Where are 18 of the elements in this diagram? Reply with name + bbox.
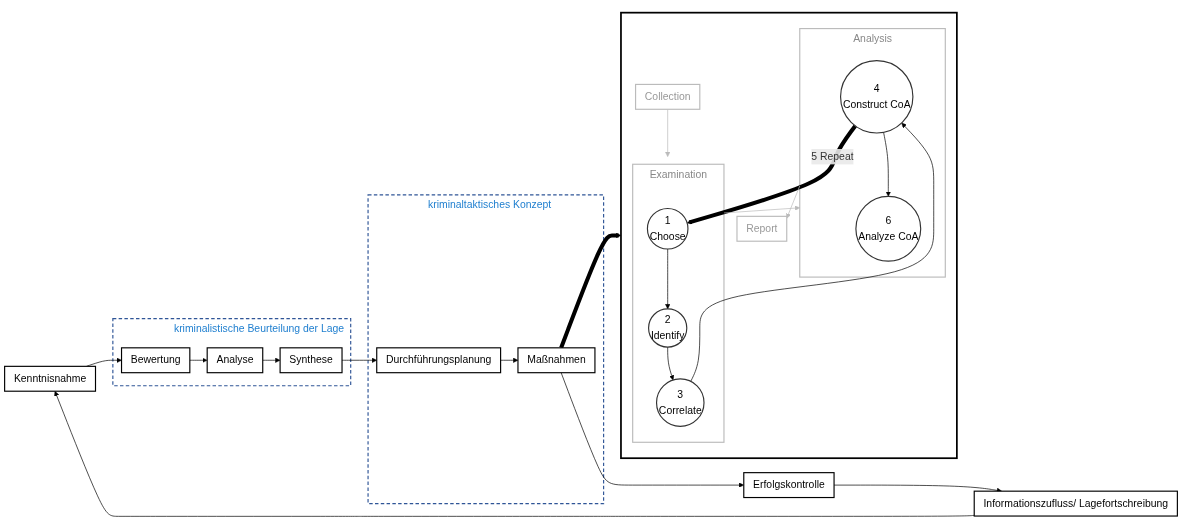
node-box: Report xyxy=(736,215,788,242)
edge-label: 5 Repeat xyxy=(811,150,854,163)
arrow xyxy=(686,124,857,225)
cluster xyxy=(620,11,958,460)
node-circle: 3 Correlate xyxy=(655,378,705,427)
node-box: Bewertung xyxy=(120,347,191,374)
node-circle: 4 Construct CoA xyxy=(839,60,914,134)
node-box: Collection xyxy=(635,83,701,110)
node-box: Analyse xyxy=(206,347,264,374)
node-box: Erfolgskontrolle xyxy=(743,472,835,499)
node-circle: 6 Analyze CoA xyxy=(855,195,922,262)
node-box: Kenntnisnahme xyxy=(4,365,97,392)
node-box: Informationszufluss/ Lagefortschreibung xyxy=(973,490,1178,517)
node-box: Durchführungsplanung xyxy=(376,347,502,374)
node-box: Maßnahmen xyxy=(517,347,596,374)
node-box: Synthese xyxy=(279,347,343,374)
node-circle: 1 Choose xyxy=(646,207,689,250)
node-circle: 2 Identify xyxy=(648,308,688,348)
